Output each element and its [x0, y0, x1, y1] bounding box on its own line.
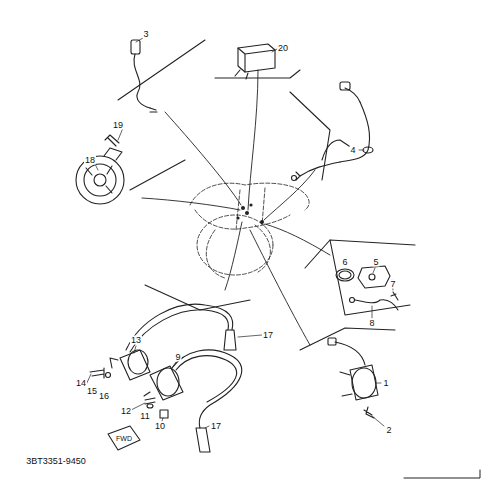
- callout-number: 3: [142, 30, 149, 39]
- direction-label: FWD: [115, 435, 133, 442]
- starter-relay: [328, 338, 378, 418]
- fasteners: [90, 368, 168, 418]
- callout-number: 8: [368, 319, 375, 328]
- switch-lead: [292, 82, 374, 181]
- callout-number: 2: [385, 426, 392, 435]
- callout-number: 9: [174, 353, 181, 362]
- forward-arrow: [108, 426, 140, 450]
- callout-number: 17: [262, 331, 274, 340]
- ignition-coil: [110, 304, 236, 380]
- callout-number: 18: [84, 156, 96, 165]
- callout-number: 12: [120, 407, 132, 416]
- switch-plate: [336, 266, 398, 310]
- horn: [76, 135, 124, 204]
- callout-number: 1: [382, 379, 389, 388]
- brackets: [118, 40, 415, 350]
- callout-number: 16: [98, 392, 110, 401]
- frame-outline: [190, 183, 309, 278]
- drawing-number: 3BT3351-9450: [25, 457, 87, 466]
- sensor-lead: [131, 40, 157, 112]
- ignition-coil: [144, 350, 242, 452]
- callout-number: 10: [154, 422, 166, 431]
- guide-lines: [142, 70, 330, 345]
- callout-number: 7: [389, 280, 396, 289]
- corner-mark: [404, 470, 480, 478]
- callout-number: 19: [112, 121, 124, 130]
- callout-number: 15: [86, 387, 98, 396]
- callout-number: 13: [130, 336, 142, 345]
- callout-number: 6: [341, 258, 348, 267]
- callout-number: 11: [139, 412, 150, 421]
- relay-box: [235, 44, 275, 79]
- callout-number: 4: [349, 146, 356, 155]
- leader-lines: [85, 38, 393, 428]
- callout-number: 17: [210, 422, 222, 431]
- callout-number: 20: [277, 44, 289, 53]
- callout-number: 5: [372, 258, 379, 267]
